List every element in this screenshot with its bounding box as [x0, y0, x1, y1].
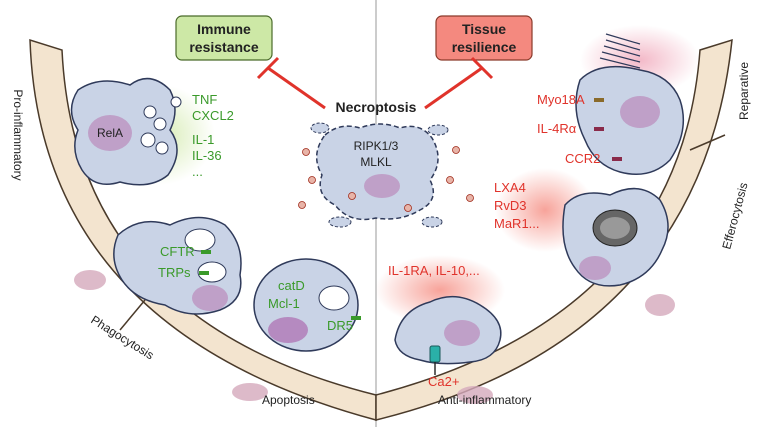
rela-nucleus	[88, 115, 132, 151]
cytokine-label: TNF	[192, 92, 217, 107]
channel-label: CFTR	[160, 244, 195, 259]
cytokine-granules	[140, 96, 182, 155]
immune-box-line1: Immune	[197, 21, 251, 37]
receptor-label: CCR2	[565, 151, 600, 166]
receptor-label: IL-4Rα	[537, 121, 577, 136]
side-label-phagocytosis: Phagocytosis	[88, 313, 156, 363]
dr5-receptor	[351, 316, 361, 320]
apoptotic-label: Mcl-1	[268, 296, 300, 311]
apoptotic-label: catD	[278, 278, 305, 293]
ripk-label: RIPK1/3	[354, 139, 399, 153]
reparative-nucleus	[620, 96, 660, 128]
apoptotic-label: DR5	[327, 318, 353, 333]
cytokine-label: CXCL2	[192, 108, 234, 123]
myo18a-receptor	[594, 98, 604, 102]
damp-particles	[298, 146, 474, 212]
anti-cytokine-label: IL-1RA, IL-10,...	[388, 263, 480, 278]
channel-label: TRPs	[158, 265, 191, 280]
membrane-fragment	[310, 122, 330, 134]
tissue-nucleus	[645, 294, 675, 316]
side-label-pro-inflammatory: Pro-inflammatory	[11, 89, 25, 180]
cytokine-label: IL-1	[192, 132, 214, 147]
receptor-label: Myo18A	[537, 92, 585, 107]
necroptotic-cell	[316, 123, 439, 221]
phagocyte-nucleus	[192, 285, 228, 311]
rela-label: RelA	[97, 126, 123, 140]
il4r-receptor	[594, 127, 604, 131]
trp-channel	[199, 271, 209, 275]
tissue-separator	[689, 134, 726, 151]
cftr-channel	[201, 250, 211, 254]
mlkl-label: MLKL	[360, 155, 392, 169]
necroptotic-nucleus	[364, 174, 400, 198]
cytokine-label: IL-36	[192, 148, 222, 163]
apoptotic-nucleus	[268, 317, 308, 343]
immune-box-line2: resistance	[189, 39, 258, 55]
microvilli	[599, 33, 641, 69]
side-label-efferocytosis: Efferocytosis	[719, 181, 750, 251]
mediator-label: RvD3	[494, 198, 527, 213]
side-label-reparative: Reparative	[737, 62, 751, 120]
cytokine-label: ...	[192, 164, 203, 179]
engulfed-nucleus	[600, 217, 630, 239]
efferocyte-nucleus	[579, 256, 611, 280]
apoptotic-vesicle	[318, 285, 350, 311]
inhibit-arrow-immune	[256, 56, 326, 110]
inhibit-arrow-resilience	[424, 56, 494, 110]
vesicle	[197, 261, 227, 283]
mediator-label: MaR1...	[494, 216, 540, 231]
tissue-separator	[119, 299, 146, 331]
membrane-fragment	[427, 124, 449, 136]
membrane-fragment	[421, 216, 443, 228]
side-label-apoptosis: Apoptosis	[262, 393, 315, 407]
side-label-anti-inflammatory: Anti-inflammatory	[438, 393, 531, 407]
tissue-resilience-box: Tissue resilience	[435, 15, 533, 61]
resilience-box-line1: Tissue	[462, 21, 506, 37]
vesicle	[184, 228, 216, 252]
ccr2-receptor	[612, 157, 622, 161]
calcium-channel	[429, 345, 441, 363]
tissue-nucleus	[74, 270, 106, 290]
resilience-box-line2: resilience	[452, 39, 517, 55]
mediator-label: LXA4	[494, 180, 526, 195]
tissue-nucleus	[232, 383, 268, 401]
membrane-fragment	[328, 216, 352, 228]
anti-inflammatory-nucleus	[444, 320, 480, 346]
tissue-nucleus	[457, 386, 493, 404]
immune-resistance-box: Immune resistance	[175, 15, 273, 61]
necroptosis-title: Necroptosis	[336, 99, 417, 115]
calcium-label: Ca2+	[428, 374, 459, 389]
